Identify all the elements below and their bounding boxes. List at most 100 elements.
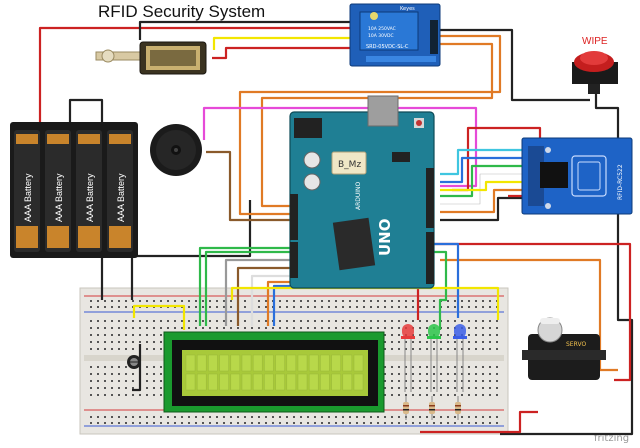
- bb-hole: [384, 380, 386, 382]
- bb-hole: [475, 387, 477, 389]
- bb-hole: [370, 422, 372, 424]
- bb-hole: [426, 394, 428, 396]
- bb-hole: [97, 380, 99, 382]
- bb-hole: [468, 341, 470, 343]
- bb-hole: [461, 306, 463, 308]
- bb-hole: [90, 416, 92, 418]
- lcd-char-cell: [353, 373, 364, 391]
- led: [427, 324, 441, 392]
- bb-hole: [377, 300, 379, 302]
- bb-hole: [356, 306, 358, 308]
- bb-hole: [405, 306, 407, 308]
- bb-hole: [125, 320, 127, 322]
- bb-hole: [496, 334, 498, 336]
- bb-hole: [405, 366, 407, 368]
- bb-hole: [188, 306, 190, 308]
- bb-hole: [188, 422, 190, 424]
- bb-hole: [356, 327, 358, 329]
- bb-hole: [279, 300, 281, 302]
- battery-label: AAA Battery: [54, 173, 64, 222]
- bb-hole: [482, 416, 484, 418]
- bb-hole: [293, 327, 295, 329]
- bb-hole: [209, 422, 211, 424]
- bb-hole: [160, 373, 162, 375]
- bb-hole: [146, 380, 148, 382]
- bb-hole: [153, 416, 155, 418]
- bb-hole: [111, 373, 113, 375]
- bb-hole: [398, 366, 400, 368]
- bb-hole: [90, 394, 92, 396]
- bb-hole: [496, 394, 498, 396]
- bb-hole: [272, 327, 274, 329]
- bb-hole: [216, 300, 218, 302]
- lcd-char-cell: [320, 354, 330, 372]
- bb-hole: [454, 348, 456, 350]
- bb-hole: [111, 300, 113, 302]
- bb-hole: [454, 416, 456, 418]
- bb-hole: [153, 341, 155, 343]
- bb-hole: [335, 306, 337, 308]
- bb-hole: [496, 387, 498, 389]
- bb-hole: [398, 300, 400, 302]
- wire-black-rfid: [440, 196, 530, 222]
- bb-hole: [482, 320, 484, 322]
- bb-hole: [489, 320, 491, 322]
- bb-hole: [195, 416, 197, 418]
- bb-hole: [363, 416, 365, 418]
- bb-hole: [412, 416, 414, 418]
- bb-hole: [195, 320, 197, 322]
- bb-hole: [496, 327, 498, 329]
- relay-spec-2: 10A 30VDC: [368, 33, 394, 39]
- wire-blue-led: [432, 242, 460, 318]
- wire-yellow-relay-solenoid: [212, 36, 358, 50]
- bb-hole: [468, 306, 470, 308]
- bb-hole: [174, 300, 176, 302]
- bb-hole: [286, 300, 288, 302]
- bb-hole: [258, 300, 260, 302]
- bb-hole: [489, 300, 491, 302]
- bb-hole: [454, 300, 456, 302]
- bb-hole: [97, 300, 99, 302]
- battery-label: AAA Battery: [23, 173, 33, 222]
- bb-hole: [398, 373, 400, 375]
- bb-hole: [440, 394, 442, 396]
- bb-hole: [125, 394, 127, 396]
- bb-hole: [118, 320, 120, 322]
- bb-hole: [496, 416, 498, 418]
- servo-label: SERVO: [566, 341, 586, 348]
- bb-hole: [230, 320, 232, 322]
- bb-hole: [104, 422, 106, 424]
- bb-hole: [384, 373, 386, 375]
- bb-hole: [489, 387, 491, 389]
- bb-hole: [461, 394, 463, 396]
- rfid-module: RFID-RC522: [521, 137, 633, 215]
- bb-hole: [258, 320, 260, 322]
- bb-hole: [468, 387, 470, 389]
- bb-hole: [440, 380, 442, 382]
- bb-hole: [300, 300, 302, 302]
- bb-hole: [454, 366, 456, 368]
- relay-spec-1: 10A 250VAC: [368, 26, 396, 32]
- bb-hole: [447, 348, 449, 350]
- bb-hole: [160, 366, 162, 368]
- bb-hole: [223, 416, 225, 418]
- wire-white-lcd: [250, 274, 290, 326]
- bb-hole: [419, 334, 421, 336]
- bb-hole: [447, 387, 449, 389]
- wire-gray-lcd: [224, 258, 290, 326]
- leds: [401, 324, 467, 392]
- bb-hole: [391, 306, 393, 308]
- bb-hole: [440, 334, 442, 336]
- resistors: [403, 396, 461, 420]
- bb-hole: [433, 422, 435, 424]
- bb-hole: [258, 416, 260, 418]
- bb-hole: [90, 387, 92, 389]
- bb-hole: [97, 334, 99, 336]
- wire-brown-lcd: [236, 266, 290, 326]
- bb-hole: [363, 306, 365, 308]
- bb-hole: [335, 416, 337, 418]
- bb-hole: [90, 306, 92, 308]
- bb-hole: [405, 380, 407, 382]
